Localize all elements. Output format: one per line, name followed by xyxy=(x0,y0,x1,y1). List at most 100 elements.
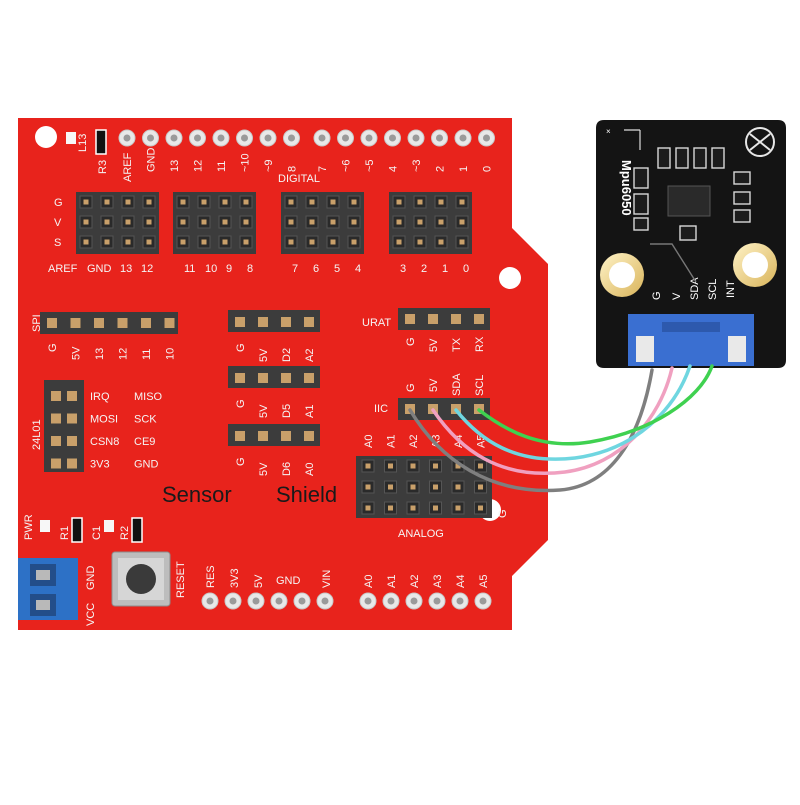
pin-tip xyxy=(309,219,315,225)
pin-tip xyxy=(330,199,336,205)
block-pin-label: 3 xyxy=(400,263,406,275)
pin-tip xyxy=(146,239,152,245)
header-pad-hole xyxy=(318,134,326,142)
smd-part xyxy=(693,147,707,169)
radio-pin-label: CE9 xyxy=(134,436,155,448)
d6-pin-label: 5V xyxy=(258,462,270,476)
radio-pin-label: MOSI xyxy=(90,414,118,426)
block-pin-label: 4 xyxy=(355,263,361,275)
analog-pad-hole xyxy=(456,597,464,605)
jumper-wire xyxy=(477,364,714,446)
led-pwr xyxy=(40,520,50,532)
header-pad-hole xyxy=(241,134,248,142)
d2-pin xyxy=(304,317,314,327)
d5-pin xyxy=(235,373,245,383)
analog-pin-tip xyxy=(388,463,393,469)
block-pin-label: 9 xyxy=(226,263,232,275)
power-pin-label: RES xyxy=(205,565,217,588)
smd-part xyxy=(675,147,689,169)
smd-part xyxy=(733,171,751,185)
d6-pin xyxy=(281,431,291,441)
jumper-wire xyxy=(454,364,692,461)
smd-part xyxy=(733,191,751,205)
analog-bottom-label: A3 xyxy=(432,575,444,588)
jumper-wire xyxy=(408,368,654,493)
block-pin-label: 7 xyxy=(292,263,298,275)
r2-label: R2 xyxy=(119,526,131,540)
urat-pin xyxy=(451,314,461,324)
pin-tip xyxy=(83,199,89,205)
analog-g-label: G xyxy=(497,509,509,518)
d2-pin xyxy=(281,317,291,327)
pin-tip xyxy=(104,199,110,205)
module-pin-label: INT xyxy=(725,280,737,298)
analog-pad-hole xyxy=(433,597,441,605)
analog-top-label: A0 xyxy=(363,435,375,448)
iic-pin-label: SDA xyxy=(451,373,463,396)
pin-tip xyxy=(83,239,89,245)
pin-tip xyxy=(146,219,152,225)
pin-tip xyxy=(459,239,465,245)
radio-pin xyxy=(67,458,77,469)
urat-pin-label: RX xyxy=(474,336,486,352)
radio-pin xyxy=(67,436,77,446)
d2-header-body xyxy=(228,310,320,332)
power-pad-hole xyxy=(321,597,329,605)
power-pin-label: VIN xyxy=(321,570,333,588)
analog-bottom-label: A0 xyxy=(363,575,375,588)
block-pin-label: 6 xyxy=(313,263,319,275)
pin-tip xyxy=(438,199,444,205)
shield-title-shield: Shield xyxy=(276,482,337,507)
power-pin-label: 5V xyxy=(253,574,265,588)
header-pad-hole xyxy=(194,134,201,142)
analog-pin-tip xyxy=(365,505,371,511)
urat-pin xyxy=(428,314,438,324)
radio-pin xyxy=(67,413,77,424)
gvs-label: G xyxy=(54,197,63,209)
analog-pad-hole xyxy=(479,597,487,605)
top-pin-label: ~10 xyxy=(240,153,252,172)
d5-header-body xyxy=(228,366,320,388)
sensor-pin-blocks xyxy=(76,192,472,254)
module-divider xyxy=(650,243,697,283)
radio-pin xyxy=(51,436,61,446)
spi-pin-label: 12 xyxy=(118,348,130,360)
pin-tip xyxy=(125,239,131,245)
digital-label: DIGITAL xyxy=(278,173,320,185)
reset-button-cap[interactable] xyxy=(126,564,156,594)
analog-pin-tip xyxy=(433,463,438,469)
block-pin-label: 8 xyxy=(247,263,253,275)
analog-pad-hole xyxy=(387,597,395,605)
pin-tip xyxy=(309,239,315,245)
pin-tip xyxy=(309,199,315,205)
spi-pin-label: 11 xyxy=(141,349,153,360)
pin-tip xyxy=(288,219,294,225)
pin-tip xyxy=(459,199,465,205)
spi-pin-label: 5V xyxy=(71,346,83,360)
resistor-r2 xyxy=(131,517,143,543)
pin-tip xyxy=(125,219,131,225)
d6-pin xyxy=(304,431,314,441)
pin-tip xyxy=(180,199,186,205)
radio-pin xyxy=(67,391,77,401)
pin-tip xyxy=(104,219,110,225)
brand-logo-icon-mark xyxy=(749,133,771,151)
pin-tip xyxy=(396,199,402,205)
pin-tip xyxy=(243,239,249,245)
radio-pin-label: IRQ xyxy=(90,391,110,403)
analog-pin-tip xyxy=(455,463,461,469)
axis-indicator-icon xyxy=(624,129,641,150)
power-pin-label: 3V3 xyxy=(229,568,241,588)
brand-logo-icon xyxy=(745,127,775,157)
d2-pin-label: 5V xyxy=(258,348,270,362)
pin-tip xyxy=(180,239,186,245)
mount-hole xyxy=(35,126,57,148)
module-mount-hole-inner xyxy=(609,262,635,288)
block-pin-label: AREF xyxy=(48,263,78,275)
header-pad-hole xyxy=(123,134,131,142)
pin-tip xyxy=(396,239,402,245)
pin-tip xyxy=(243,199,249,205)
